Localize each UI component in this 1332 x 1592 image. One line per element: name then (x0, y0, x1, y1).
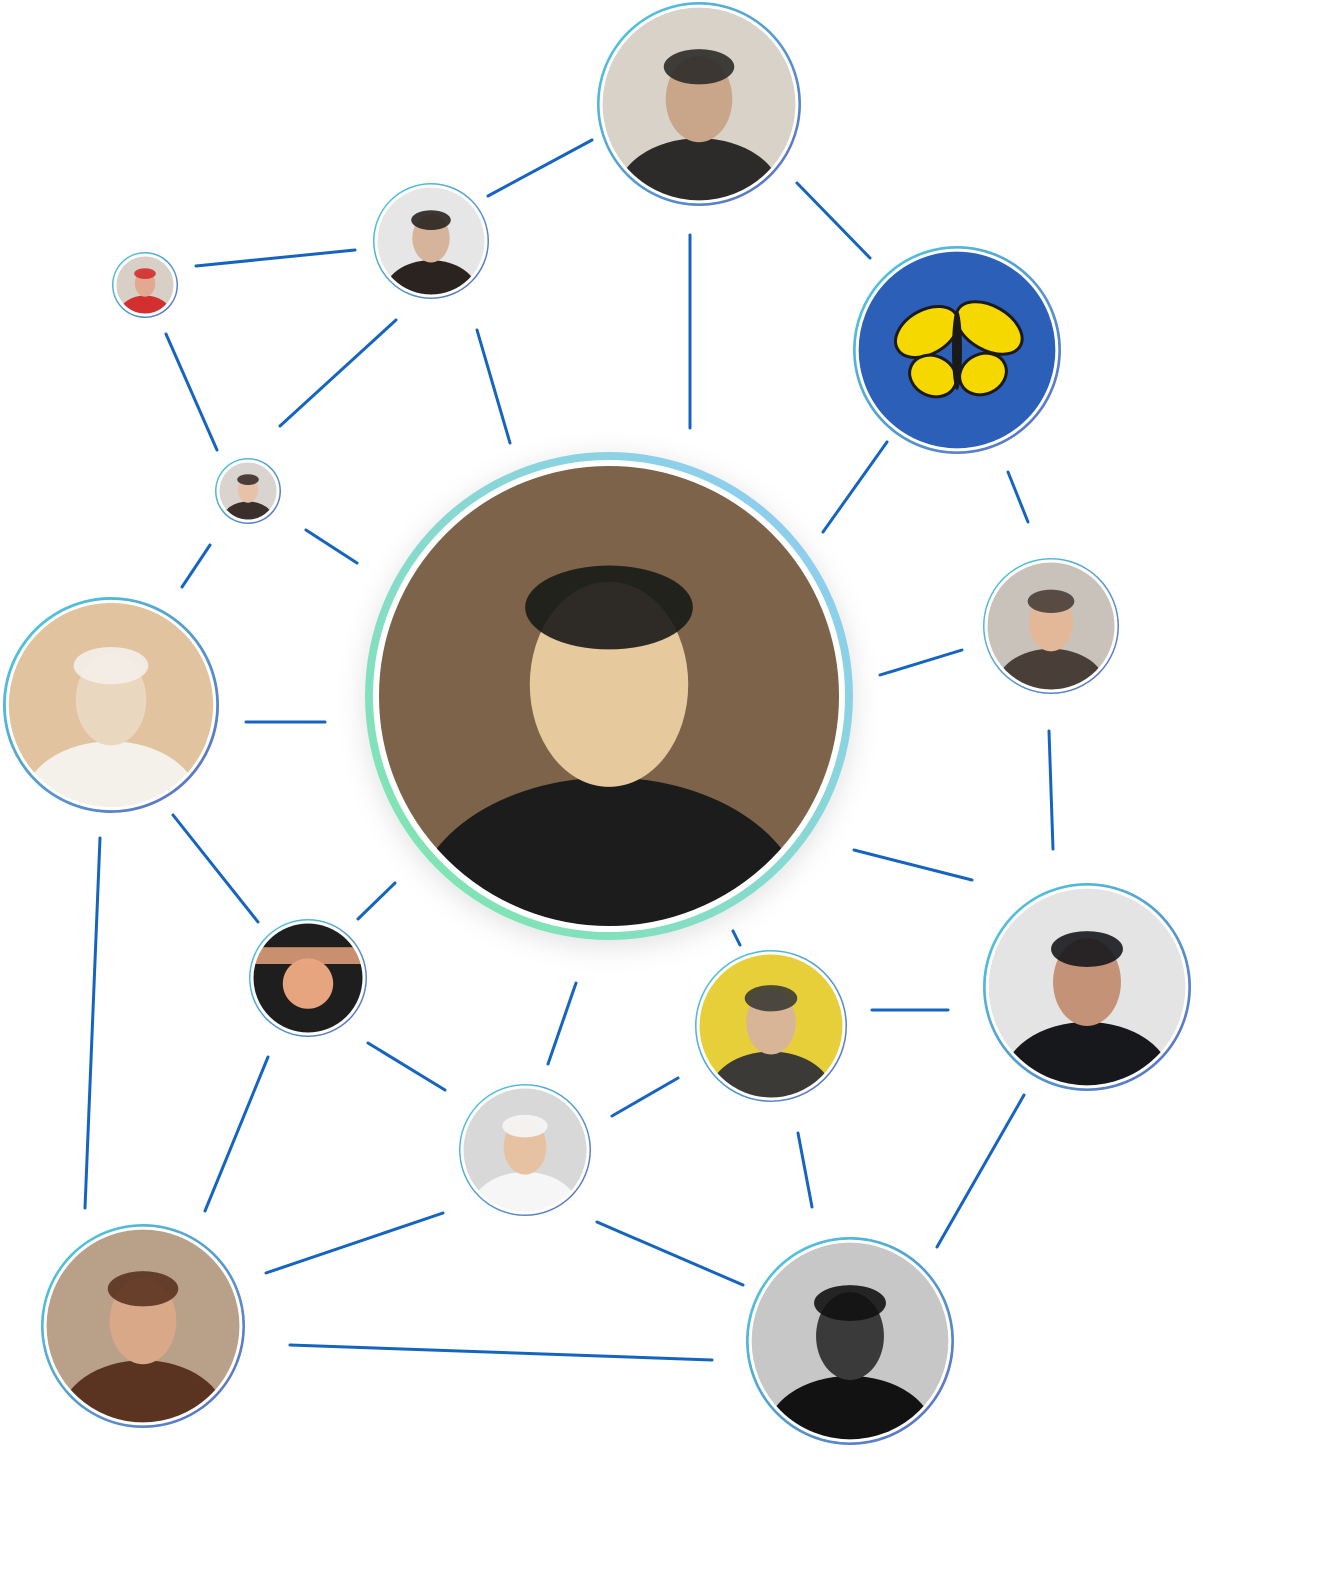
avatar-photo (601, 6, 797, 202)
edge (278, 318, 398, 428)
avatar-photo (375, 462, 843, 930)
edge (935, 1093, 1026, 1249)
profile-nodes (3, 2, 1191, 1496)
edge (83, 836, 102, 1210)
edge (821, 440, 889, 534)
profile-upper-left[interactable] (373, 183, 489, 326)
profile-left-dress[interactable] (3, 597, 219, 866)
profile-small-topleft[interactable] (112, 252, 178, 332)
profile-butterfly[interactable] (853, 246, 1061, 454)
edge (878, 648, 964, 677)
avatar-photo (857, 250, 1057, 450)
avatar-photo (115, 255, 175, 315)
edge (731, 929, 742, 947)
edge (171, 813, 260, 924)
edge (475, 328, 512, 445)
edge (194, 248, 357, 268)
avatar-photo (986, 561, 1116, 691)
edge (1047, 729, 1055, 851)
edge (288, 1343, 714, 1362)
profile-bulldog[interactable] (249, 919, 367, 1037)
edge (264, 1211, 445, 1275)
avatar-photo (376, 186, 486, 296)
profile-small-mid[interactable] (215, 458, 281, 538)
avatar-photo (45, 1228, 241, 1424)
connection-lines (83, 138, 1055, 1362)
edge (795, 181, 872, 260)
avatar-photo (7, 601, 215, 809)
edge (180, 543, 212, 589)
edge (366, 1041, 447, 1092)
edge (546, 981, 578, 1066)
edge (304, 528, 359, 565)
edge (610, 1076, 680, 1118)
edge (356, 881, 397, 921)
edge (486, 138, 594, 198)
profile-right-hat[interactable] (983, 558, 1119, 727)
profile-selfie-group[interactable] (695, 950, 847, 1139)
avatar-photo (750, 1241, 950, 1441)
edge (796, 1131, 814, 1209)
central-profile[interactable] (365, 452, 853, 1057)
edge (852, 848, 974, 882)
profile-bottom-left[interactable] (41, 1224, 245, 1478)
avatar-photo (987, 887, 1187, 1087)
edge (595, 1220, 745, 1287)
edge (164, 332, 219, 452)
avatar-photo (698, 953, 844, 1099)
avatar-photo (218, 461, 278, 521)
profile-right-beard[interactable] (983, 883, 1191, 1142)
avatar-photo (462, 1087, 588, 1213)
profile-braids[interactable] (459, 1084, 591, 1248)
avatar-photo (252, 922, 364, 1034)
profile-top[interactable] (597, 2, 801, 256)
edge (203, 1055, 270, 1213)
edge (1006, 470, 1030, 524)
profile-masked[interactable] (746, 1237, 954, 1496)
